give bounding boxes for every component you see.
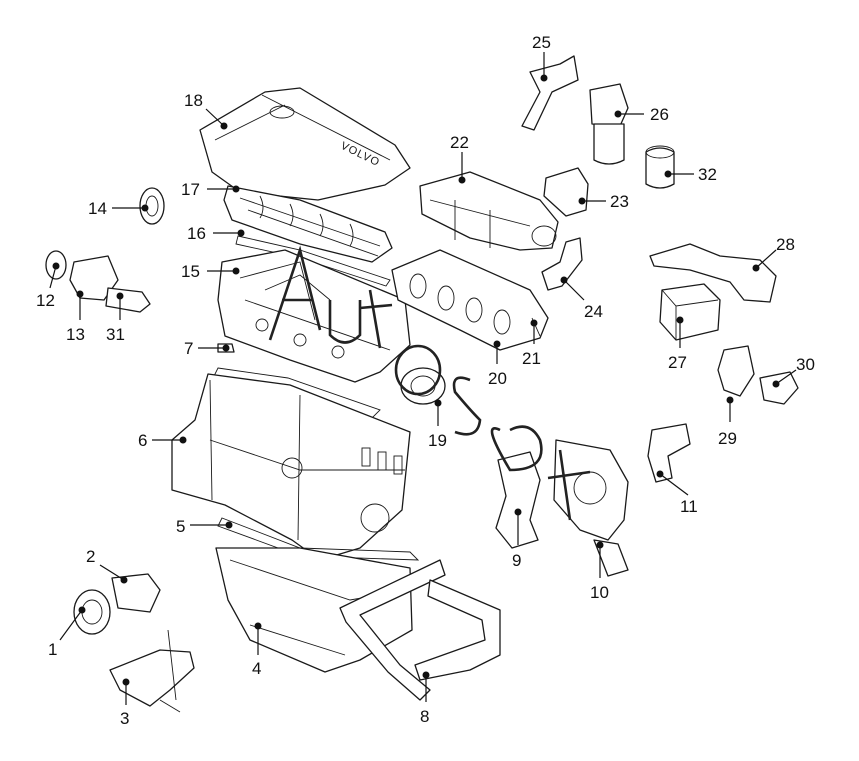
part-illustrations: VOLVO xyxy=(45,55,799,713)
control-module xyxy=(659,283,721,341)
callout-label: 13 xyxy=(66,325,85,344)
engine-cover: VOLVO xyxy=(199,87,411,201)
callout-1: 1 xyxy=(48,606,86,659)
callout-11: 11 xyxy=(656,470,698,516)
fuel-filter xyxy=(589,83,629,165)
callout-30: 30 xyxy=(772,355,815,388)
callout-label: 17 xyxy=(181,180,200,199)
drive-shaft xyxy=(105,287,151,313)
callout-label: 5 xyxy=(176,517,185,536)
callout-10: 10 xyxy=(590,541,609,602)
intake-manifold xyxy=(391,249,549,351)
callout-label: 29 xyxy=(718,429,737,448)
callout-label: 18 xyxy=(184,91,203,110)
callout-label: 11 xyxy=(680,497,698,516)
callout-9: 9 xyxy=(512,508,522,570)
oil-pump-pickup xyxy=(159,629,181,713)
callout-label: 4 xyxy=(252,659,261,678)
callout-label: 24 xyxy=(584,302,603,321)
small-hose xyxy=(541,237,583,291)
callout-2: 2 xyxy=(86,547,128,584)
callout-7: 7 xyxy=(184,339,230,358)
callout-label: 16 xyxy=(187,224,206,243)
mounting-bracket-small xyxy=(521,55,579,131)
callout-label: 7 xyxy=(184,339,193,358)
callout-14: 14 xyxy=(88,199,149,218)
callout-5: 5 xyxy=(176,517,233,536)
pump-housing xyxy=(69,255,119,301)
exhaust-elbow xyxy=(543,167,589,217)
callout-label: 3 xyxy=(120,709,129,728)
pressure-sensor xyxy=(759,371,799,405)
exhaust-manifold xyxy=(419,171,559,251)
callout-label: 9 xyxy=(512,551,521,570)
callout-17: 17 xyxy=(181,180,240,199)
cylinder-head xyxy=(217,249,411,383)
callout-31: 31 xyxy=(106,292,125,344)
callout-label: 21 xyxy=(522,349,541,368)
long-mounting-bracket xyxy=(649,243,777,303)
callout-13: 13 xyxy=(66,290,85,344)
callout-label: 8 xyxy=(420,707,429,726)
callout-3: 3 xyxy=(120,678,130,728)
watermark-logo xyxy=(268,245,591,521)
engine-block xyxy=(171,373,411,561)
callout-label: 14 xyxy=(88,199,107,218)
water-pump xyxy=(553,439,629,577)
callout-20: 20 xyxy=(488,340,507,388)
callout-label: 23 xyxy=(610,192,629,211)
callout-label: 27 xyxy=(668,353,687,372)
callout-label: 31 xyxy=(106,325,125,344)
callout-label: 25 xyxy=(532,33,551,52)
pulley-hub xyxy=(111,573,161,613)
solenoid-valve xyxy=(717,345,755,397)
callout-8: 8 xyxy=(420,671,430,726)
callout-26: 26 xyxy=(614,105,669,124)
callout-label: 12 xyxy=(36,291,55,310)
callout-label: 26 xyxy=(650,105,669,124)
callout-label: 19 xyxy=(428,431,447,450)
callout-21: 21 xyxy=(522,319,541,368)
callout-32: 32 xyxy=(664,165,717,184)
engine-support-bracket xyxy=(339,559,501,701)
oil-filter xyxy=(645,145,675,189)
callout-label: 1 xyxy=(48,640,57,659)
callout-28: 28 xyxy=(752,235,795,272)
callout-24: 24 xyxy=(560,276,603,321)
callout-19: 19 xyxy=(428,399,447,450)
callout-label: 30 xyxy=(796,355,815,374)
throttle-body xyxy=(400,367,446,405)
callout-label: 22 xyxy=(450,133,469,152)
coolant-outlet-pipe xyxy=(495,451,541,549)
callout-22: 22 xyxy=(450,133,469,184)
callout-15: 15 xyxy=(181,262,240,281)
oil-pump xyxy=(109,649,195,707)
callout-label: 2 xyxy=(86,547,95,566)
callout-16: 16 xyxy=(187,224,245,243)
callout-25: 25 xyxy=(532,33,551,82)
callout-label: 28 xyxy=(776,235,795,254)
callout-6: 6 xyxy=(138,431,187,450)
callout-label: 10 xyxy=(590,583,609,602)
callout-label: 15 xyxy=(181,262,200,281)
callouts: 1 2 3 4 5 6 7 xyxy=(36,33,815,728)
callout-4: 4 xyxy=(252,622,262,678)
callout-label: 32 xyxy=(698,165,717,184)
callout-12: 12 xyxy=(36,262,60,310)
callout-18: 18 xyxy=(184,91,228,130)
callout-label: 6 xyxy=(138,431,147,450)
callout-27: 27 xyxy=(668,316,687,372)
callout-label: 20 xyxy=(488,369,507,388)
camshaft-assembly xyxy=(223,185,393,263)
callout-29: 29 xyxy=(718,396,737,448)
callout-23: 23 xyxy=(578,192,629,211)
coolant-hose-elbow xyxy=(647,423,691,483)
